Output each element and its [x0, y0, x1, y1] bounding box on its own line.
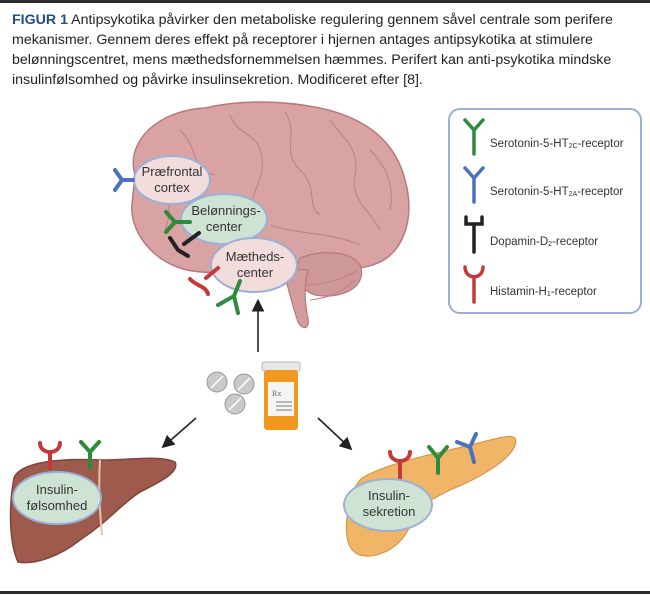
dopamin-d2-receptor-icon — [464, 215, 484, 254]
serotonin-2c-receptor-icon — [79, 440, 101, 470]
caption-text: Antipsykotika påvirker den metaboliske r… — [12, 12, 613, 88]
serotonin-2a-receptor-icon — [113, 168, 135, 192]
figure-label: FIGUR 1 — [12, 12, 68, 28]
serotonin-2c-receptor-icon — [164, 210, 192, 234]
legend-label: Histamin-H1-receptor — [490, 286, 597, 298]
histamin-h1-receptor-icon — [188, 266, 220, 296]
beloenning-label-line2: center — [206, 219, 243, 234]
dopamin-d2-receptor-icon — [168, 231, 201, 258]
top-rule — [0, 0, 650, 3]
legend-label: Serotonin-5-HT2A-receptor — [490, 186, 624, 198]
receptor-legend: Serotonin-5-HT2C-receptor Serotonin-5-HT… — [448, 108, 642, 314]
legend-item-histamin-h1: Histamin-H1-receptor — [462, 264, 642, 304]
pancreas-label-line1: Insulin- — [368, 488, 410, 503]
serotonin-2a-receptor-icon — [455, 432, 478, 464]
pills-icon — [206, 371, 255, 415]
brain-stem — [281, 267, 309, 329]
histamin-h1-receptor-icon — [38, 441, 62, 470]
maetheds-label-line1: Mætheds- — [226, 249, 285, 264]
praefrontal-label-line2: cortex — [154, 180, 190, 195]
region-beloenningscenter: Belønnings- center — [180, 193, 268, 245]
maetheds-label-line2: center — [237, 265, 274, 280]
praefrontal-label-line1: Præfrontal — [142, 164, 203, 179]
region-praefrontal-cortex: Præfrontal cortex — [133, 155, 211, 205]
arrow-to-liver — [161, 417, 197, 449]
serotonin-2c-receptor-icon — [427, 445, 449, 475]
histamin-h1-receptor-icon — [388, 450, 412, 480]
legend-label: Dopamin-D2-receptor — [490, 236, 599, 248]
insulin-secretion-ellipse: Insulin- sekretion — [343, 478, 433, 532]
pancreas-label-line2: sekretion — [363, 504, 416, 519]
liver-label-line2: følsomhed — [27, 498, 88, 513]
brain-illustration — [131, 101, 410, 329]
bottom-rule — [0, 591, 650, 594]
beloenning-label-line1: Belønnings- — [191, 203, 260, 218]
legend-item-dopamin-d2: Dopamin-D2-receptor — [462, 214, 642, 254]
insulin-sensitivity-ellipse: Insulin- følsomhed — [12, 471, 102, 525]
histamin-h1-receptor-icon — [463, 265, 485, 304]
rx-label: Rx — [272, 389, 281, 398]
serotonin-2c-receptor-icon — [216, 279, 242, 315]
legend-label: Serotonin-5-HT2C-receptor — [490, 138, 624, 150]
figure-caption: FIGUR 1 Antipsykotika påvirker den metab… — [12, 10, 642, 90]
region-maethedscenter: Mætheds- center — [210, 237, 298, 293]
serotonin-2a-receptor-icon — [463, 166, 485, 204]
liver-label-line1: Insulin- — [36, 482, 78, 497]
pill-bottle-icon: Rx — [261, 361, 301, 430]
legend-item-serotonin-2a: Serotonin-5-HT2A-receptor — [462, 164, 642, 204]
legend-item-serotonin-2c: Serotonin-5-HT2C-receptor — [462, 116, 642, 156]
serotonin-2c-receptor-icon — [463, 118, 485, 156]
arrow-to-pancreas — [317, 417, 353, 451]
